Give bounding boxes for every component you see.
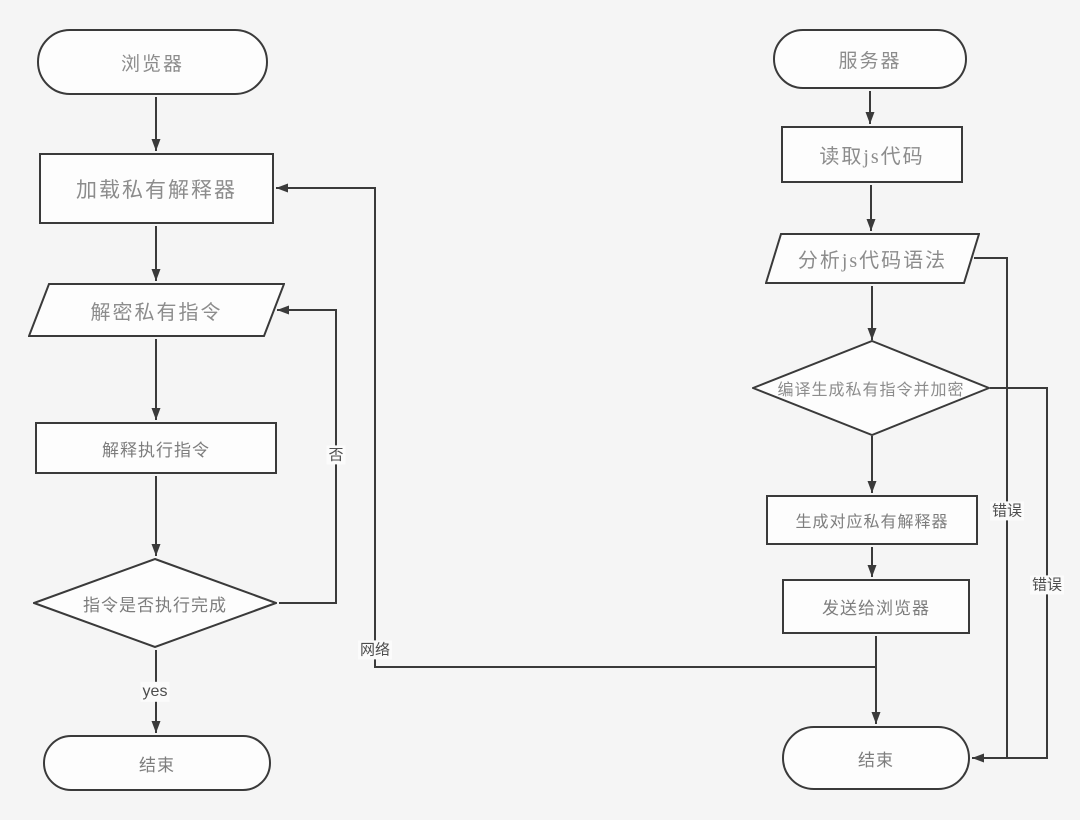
node-read-js: 读取js代码 [781, 126, 963, 183]
node-end-right: 结束 [782, 726, 970, 790]
node-analyze-js: 分析js代码语法 [765, 233, 980, 284]
node-decrypt-instructions-label: 解密私有指令 [90, 301, 223, 324]
edge-network-send-to-load [276, 183, 876, 668]
parallelogram-shape [28, 283, 285, 337]
node-load-interpreter-label: 加载私有解释器 [76, 177, 237, 202]
edge-label-no: 否 [326, 445, 346, 465]
node-generate-interpreter: 生成对应私有解释器 [766, 495, 978, 545]
node-browser-label: 浏览器 [120, 53, 184, 75]
node-compile-encrypt-label: 编译生成私有指令并加密 [777, 382, 965, 399]
node-server-label: 服务器 [838, 50, 902, 72]
node-load-interpreter: 加载私有解释器 [39, 153, 274, 224]
edge-label-error-analyze: 错误 [989, 501, 1025, 521]
parallelogram-shape [765, 233, 980, 284]
node-end-left: 结束 [43, 735, 271, 791]
edge-label-yes: yes [140, 681, 170, 703]
node-end-right-label: 结束 [858, 750, 894, 770]
node-compile-encrypt: 编译生成私有指令并加密 [752, 340, 990, 436]
edge-label-error-compile: 错误 [1029, 575, 1065, 595]
node-execution-complete-label: 指令是否执行完成 [83, 595, 227, 615]
node-execute-instructions-label: 解释执行指令 [102, 440, 210, 460]
node-execution-complete: 指令是否执行完成 [33, 558, 277, 648]
edge-error-compile-to-end [990, 387, 1048, 759]
node-end-left-label: 结束 [139, 755, 175, 775]
diamond-shape [752, 340, 990, 436]
diamond-shape [33, 558, 277, 648]
node-send-to-browser: 发送给浏览器 [782, 579, 970, 634]
node-server: 服务器 [773, 29, 967, 89]
node-analyze-js-label: 分析js代码语法 [797, 250, 948, 272]
node-execute-instructions: 解释执行指令 [35, 422, 277, 474]
edge-label-network: 网络 [357, 640, 393, 660]
node-send-to-browser-label: 发送给浏览器 [822, 599, 930, 618]
node-generate-interpreter-label: 生成对应私有解释器 [795, 514, 949, 531]
node-decrypt-instructions: 解密私有指令 [28, 283, 285, 337]
node-read-js-label: 读取js代码 [819, 146, 925, 168]
node-browser: 浏览器 [37, 29, 268, 95]
